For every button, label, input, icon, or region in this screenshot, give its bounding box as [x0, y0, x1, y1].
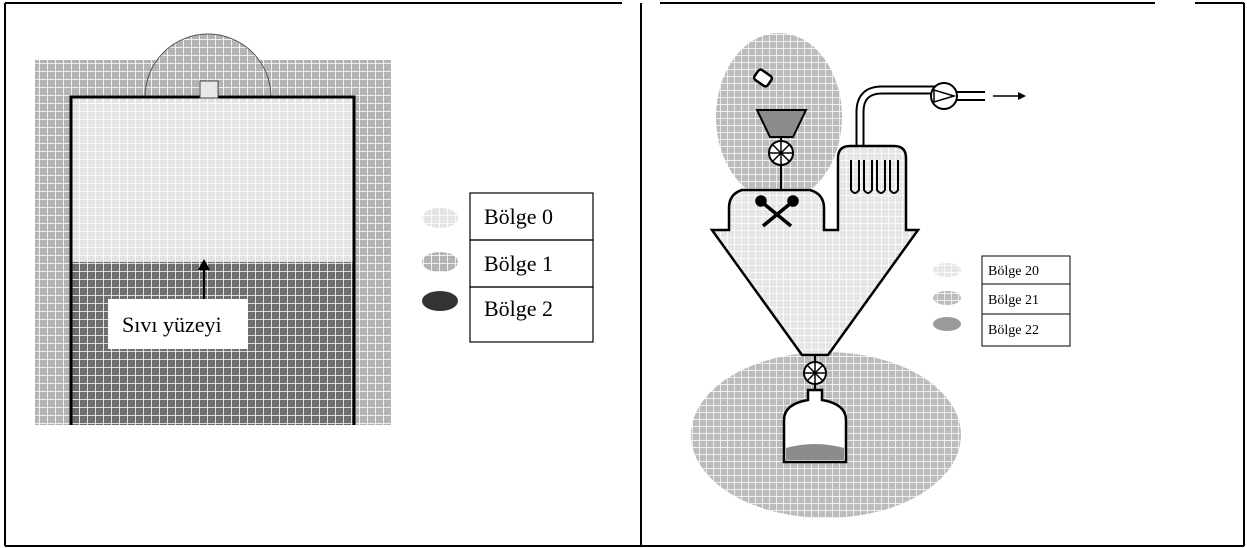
exhaust-fan-icon [930, 82, 958, 110]
dust-filter-diagram [691, 33, 1026, 518]
liquid-surface-label-box [108, 299, 248, 349]
legend-swatch-zone2 [422, 291, 458, 311]
legend-label-zone21: Bölge 21 [988, 293, 1039, 308]
legend-label-zone20: Bölge 20 [988, 264, 1039, 279]
collection-container [782, 388, 848, 464]
table-frame [4, 2, 1245, 547]
exhaust-pipe [855, 85, 935, 152]
vent-dome-zone [144, 33, 272, 98]
legend-label-zone22: Bölge 22 [988, 323, 1039, 338]
filter-bags [850, 160, 899, 194]
vent-opening [199, 80, 219, 99]
legend-swatch-zone20 [933, 263, 961, 277]
feed-bag [752, 68, 774, 88]
legend-swatch-zone21 [933, 291, 961, 305]
feed-funnel [755, 109, 808, 138]
container-contents [786, 444, 844, 460]
mixer-icon [755, 195, 799, 228]
left-legend: Bölge 0 Bölge 1 Bölge 2 [422, 192, 594, 343]
liquid-tank-diagram: Sıvı yüzeyi [35, 33, 391, 425]
legend-label-zone1: Bölge 1 [484, 251, 553, 276]
right-legend: Bölge 20 Bölge 21 Bölge 22 [933, 255, 1071, 347]
legend-swatch-zone1 [422, 252, 458, 272]
legend-label-zone2: Bölge 2 [484, 296, 553, 321]
surface-arrow-head [198, 259, 210, 270]
tank-vapor-zone0 [71, 97, 354, 262]
legend-label-zone0: Bölge 0 [484, 204, 553, 229]
liquid-surface-label: Sıvı yüzeyi [122, 312, 222, 337]
legend-swatch-zone22 [933, 317, 961, 331]
legend-swatch-zone0 [422, 208, 458, 228]
